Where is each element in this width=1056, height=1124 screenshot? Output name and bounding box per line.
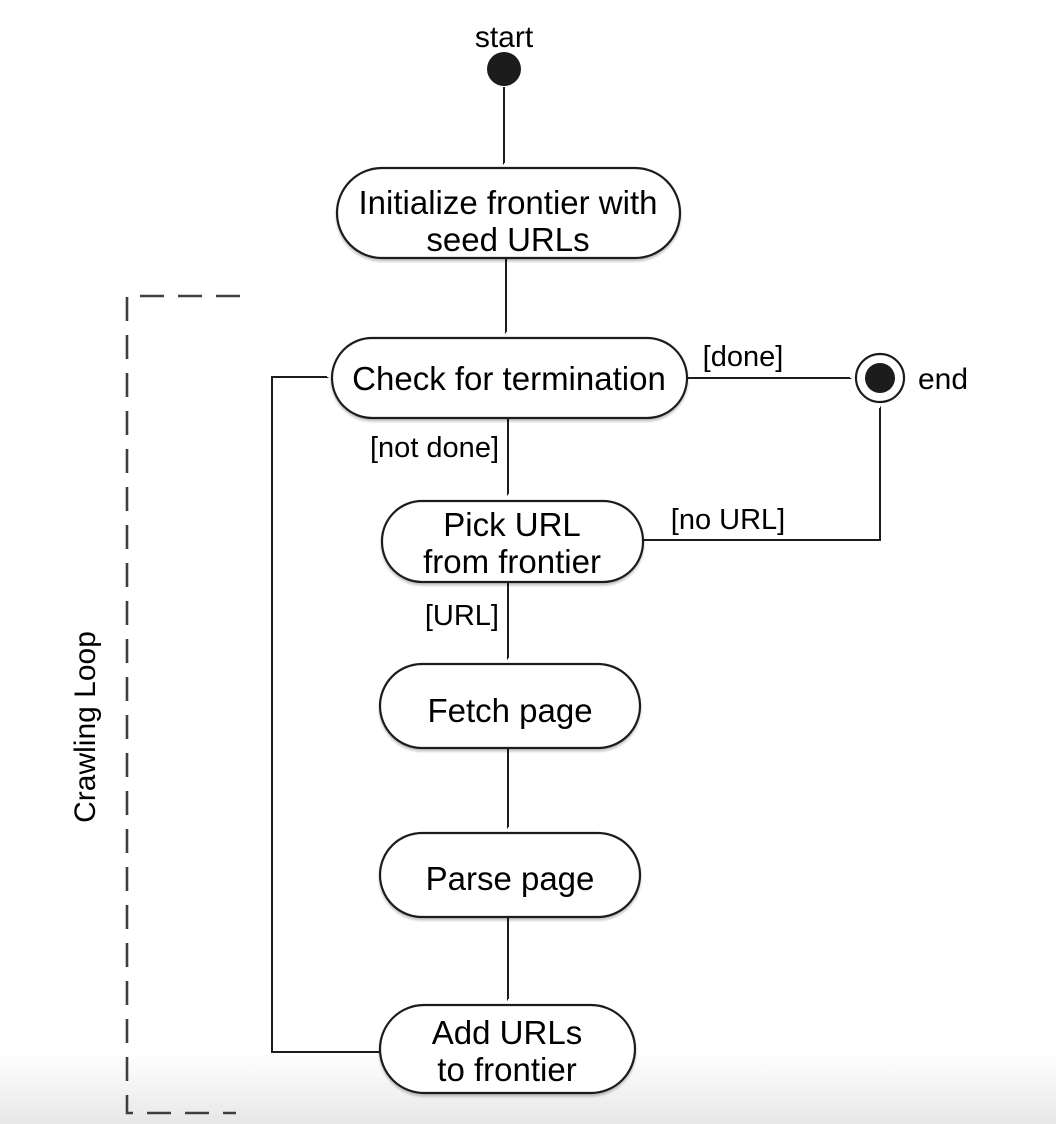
start-node-icon [487,52,521,86]
start-node-group: start [475,21,534,86]
node-fetch-page: Fetch page [378,662,642,750]
start-label: start [475,21,534,54]
node-parse-page: Parse page [378,831,642,919]
node-add-label-line1: Add URLs [432,1014,582,1051]
node-pick-label-line2: from frontier [423,543,601,580]
guard-not-done-label: [not done] [370,432,499,464]
node-pick-shape [380,499,645,584]
node-check-label: Check for termination [352,360,666,397]
node-parse-shape [378,831,642,919]
node-pick-label-line1: Pick URL [443,506,581,543]
guard-no-url-label: [no URL] [671,504,785,536]
end-node-group: end [854,352,968,404]
node-initialize-frontier: Initialize frontier with seed URLs [335,166,682,260]
node-add-label-line2: to frontier [437,1051,576,1088]
node-add-shape [378,1003,637,1095]
node-parse-label: Parse page [426,860,595,897]
node-initialize-label-line2: seed URLs [426,221,589,258]
node-check-termination: Check for termination [330,336,689,420]
node-initialize-label-line1: Initialize frontier with [359,184,658,221]
crawling-loop-label: Crawling Loop [69,631,102,823]
node-fetch-shape [378,662,642,750]
end-node-inner-icon [865,363,895,393]
end-label: end [918,363,968,396]
node-add-urls: Add URLs to frontier [378,1003,637,1095]
edge-add-loopback-to-check [271,376,380,1053]
node-initialize-shape [335,166,682,260]
guard-done-label: [done] [703,341,784,373]
node-fetch-label: Fetch page [427,692,592,729]
crawling-loop-boundary [125,294,240,1115]
edge-pick-to-end-nourl [643,408,880,541]
node-check-shape [330,336,689,420]
guard-url-label: [URL] [425,600,499,632]
node-pick-url: Pick URL from frontier [380,499,645,584]
